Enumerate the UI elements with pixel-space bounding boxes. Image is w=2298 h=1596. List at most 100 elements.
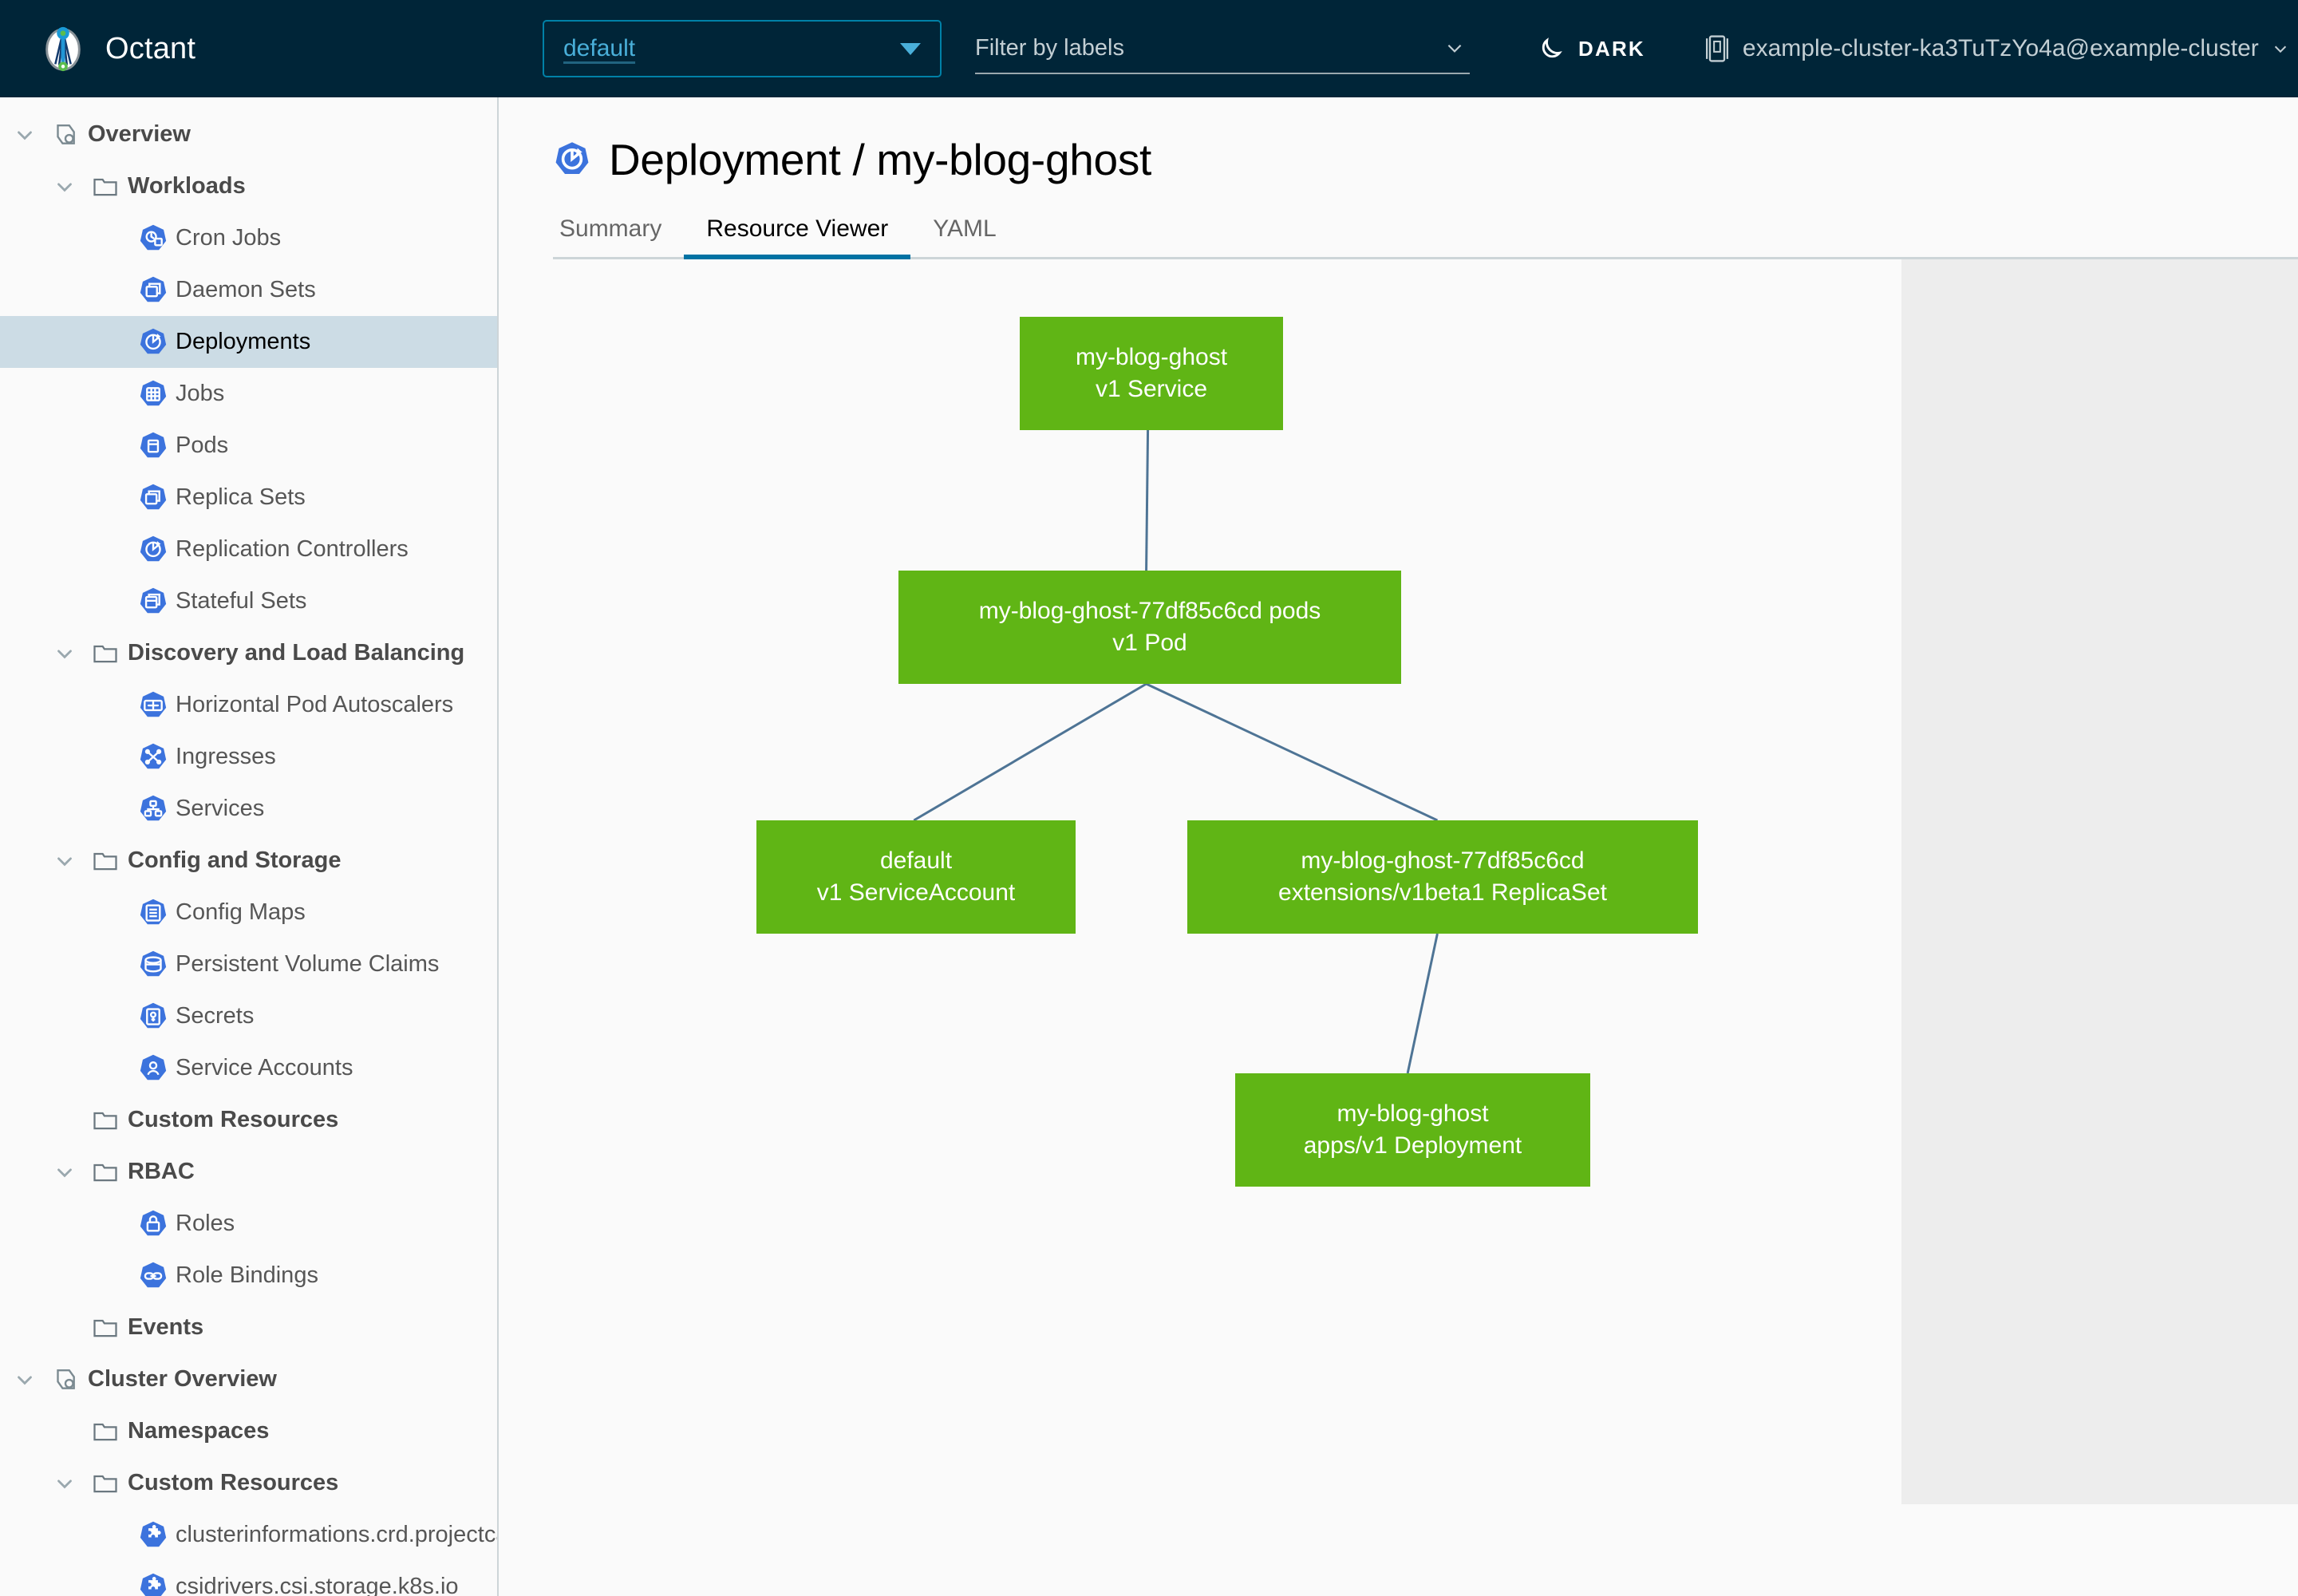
label-filter-input[interactable]: Filter by labels	[975, 23, 1470, 74]
sidebar-item-label: Custom Resources	[128, 1470, 339, 1495]
page-title-row: Deployment / my-blog-ghost	[553, 134, 2298, 185]
pvc-icon	[131, 950, 176, 980]
sidebar-item-replication-controllers[interactable]: Replication Controllers	[0, 523, 497, 575]
tab-resource-viewer[interactable]: Resource Viewer	[684, 215, 911, 259]
sidebar-item-events[interactable]: Events	[0, 1302, 497, 1353]
sidebar-item-pods[interactable]: Pods	[0, 420, 497, 472]
sidebar-item-cron-jobs[interactable]: Cron Jobs	[0, 212, 497, 264]
serviceaccount-icon	[131, 1053, 176, 1084]
replicationcontroller-icon	[131, 535, 176, 565]
daemonset-icon	[131, 275, 176, 306]
sidebar-item-roles[interactable]: Roles	[0, 1198, 497, 1250]
caret-down-icon	[900, 42, 921, 55]
sidebar-item-label: Cluster Overview	[88, 1366, 277, 1392]
sidebar-item-label: Config Maps	[176, 899, 306, 925]
sidebar-item-rbac[interactable]: RBAC	[0, 1146, 497, 1198]
cronjob-icon	[131, 223, 176, 254]
rolebinding-icon	[131, 1261, 176, 1291]
graph-node-name: my-blog-ghost-77df85c6cd pods	[978, 598, 1321, 625]
page-title: Deployment / my-blog-ghost	[609, 135, 1151, 184]
folder-icon	[83, 1158, 128, 1187]
graph-node-name: my-blog-ghost	[1075, 344, 1228, 371]
sidebar-item-custom-resources[interactable]: Custom Resources	[0, 1457, 497, 1509]
service-icon	[131, 794, 176, 824]
sidebar-item-deployments[interactable]: Deployments	[0, 316, 497, 368]
crd-icon	[131, 1572, 176, 1596]
chevron-down-icon[interactable]	[46, 1472, 83, 1495]
statefulset-icon	[131, 587, 176, 617]
tab-yaml[interactable]: YAML	[933, 215, 997, 242]
folder-icon	[83, 172, 128, 201]
sidebar-item-label: Horizontal Pod Autoscalers	[176, 692, 454, 717]
sidebar-item-role-bindings[interactable]: Role Bindings	[0, 1250, 497, 1302]
sidebar-item-label: Replication Controllers	[176, 536, 409, 562]
chevron-down-icon[interactable]	[46, 642, 83, 666]
dark-mode-label: DARK	[1578, 36, 1645, 61]
chevron-down-icon[interactable]	[46, 175, 83, 199]
sidebar-item-namespaces[interactable]: Namespaces	[0, 1405, 497, 1457]
overview-icon	[43, 1365, 88, 1395]
sidebar-item-label: Deployments	[176, 329, 311, 354]
sidebar-item-overview[interactable]: Overview	[0, 109, 497, 160]
sidebar-item-label: Pods	[176, 433, 229, 458]
sidebar-item-daemon-sets[interactable]: Daemon Sets	[0, 264, 497, 316]
sidebar-item-label: Cron Jobs	[176, 225, 282, 251]
secret-icon	[131, 1001, 176, 1032]
sidebar-item-secrets[interactable]: Secrets	[0, 990, 497, 1042]
folder-icon	[83, 847, 128, 875]
sidebar-item-label: RBAC	[128, 1159, 195, 1184]
namespace-value: default	[563, 35, 636, 61]
graph-node-name: default	[879, 847, 953, 875]
sidebar-item-cluster-overview[interactable]: Cluster Overview	[0, 1353, 497, 1405]
sidebar-item-service-accounts[interactable]: Service Accounts	[0, 1042, 497, 1094]
sidebar-item-label: Daemon Sets	[176, 277, 316, 302]
sidebar-item-jobs[interactable]: Jobs	[0, 368, 497, 420]
graph-node-name: my-blog-ghost	[1337, 1100, 1489, 1128]
sidebar-item-label: Stateful Sets	[176, 588, 307, 614]
sidebar-item-label: Replica Sets	[176, 484, 306, 510]
sidebar-item-label: Ingresses	[176, 744, 276, 769]
hpa-icon	[131, 690, 176, 721]
chevron-down-icon[interactable]	[6, 123, 43, 147]
chevron-down-icon[interactable]	[46, 1160, 83, 1184]
sidebar-item-discovery-and-load-balancing[interactable]: Discovery and Load Balancing	[0, 627, 497, 679]
sidebar-item-persistent-volume-claims[interactable]: Persistent Volume Claims	[0, 938, 497, 990]
folder-icon	[83, 639, 128, 668]
sidebar-item-ingresses[interactable]: Ingresses	[0, 731, 497, 783]
sidebar-item-config-maps[interactable]: Config Maps	[0, 887, 497, 938]
folder-icon	[83, 1314, 128, 1342]
sidebar-item-config-and-storage[interactable]: Config and Storage	[0, 835, 497, 887]
cluster-selector[interactable]: example-cluster-ka3TuTzYo4a@example-clus…	[1704, 34, 2289, 63]
overview-icon	[43, 120, 88, 150]
sidebar-item-csidrivers-csi-storage-k8s-io[interactable]: csidrivers.csi.storage.k8s.io	[0, 1561, 497, 1596]
sidebar-item-clusterinformations-crd-projectcalico-org[interactable]: clusterinformations.crd.projectcalico.or…	[0, 1509, 497, 1561]
tab-summary[interactable]: Summary	[559, 215, 662, 242]
sidebar-item-replica-sets[interactable]: Replica Sets	[0, 472, 497, 523]
sidebar-item-workloads[interactable]: Workloads	[0, 160, 497, 212]
sidebar-item-label: Workloads	[128, 173, 246, 199]
sidebar-item-label: Discovery and Load Balancing	[128, 640, 465, 666]
sidebar-item-custom-resources[interactable]: Custom Resources	[0, 1094, 497, 1146]
namespace-select[interactable]: default	[543, 20, 942, 77]
dark-mode-toggle[interactable]: DARK	[1537, 34, 1645, 63]
brand[interactable]: Octant	[0, 24, 495, 73]
sidebar-item-horizontal-pod-autoscalers[interactable]: Horizontal Pod Autoscalers	[0, 679, 497, 731]
chevron-down-icon[interactable]	[1444, 38, 1465, 58]
sidebar-item-services[interactable]: Services	[0, 783, 497, 835]
configmap-icon	[131, 898, 176, 928]
sidebar-item-label: Jobs	[176, 381, 225, 406]
sidebar-item-label: Persistent Volume Claims	[176, 951, 440, 977]
cluster-icon	[1704, 34, 1730, 63]
chevron-down-icon[interactable]	[6, 1368, 43, 1392]
deployment-icon	[131, 327, 176, 358]
sidebar-item-stateful-sets[interactable]: Stateful Sets	[0, 575, 497, 627]
chevron-down-icon[interactable]	[46, 849, 83, 873]
